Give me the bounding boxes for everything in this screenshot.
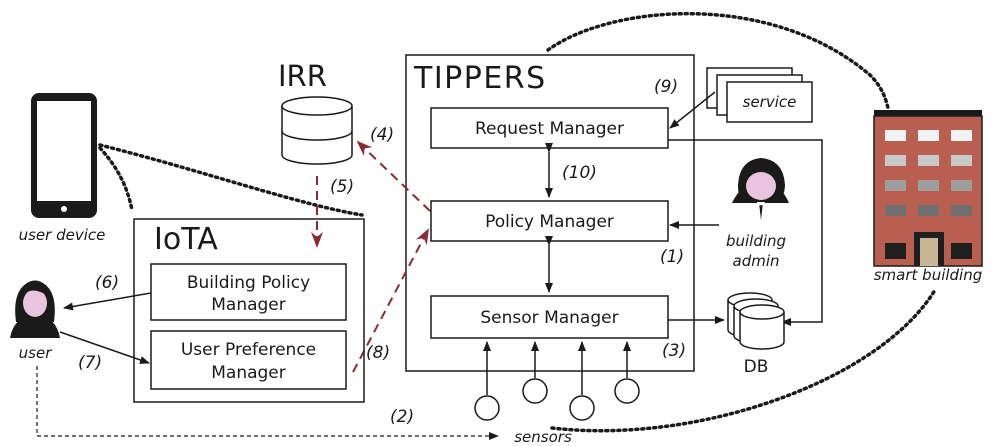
step-5: (5): [330, 177, 354, 197]
db-icon[interactable]: [727, 292, 785, 350]
building-admin-label-1: building: [726, 232, 786, 250]
policy-manager-label: Policy Manager: [485, 212, 614, 232]
sensor-manager-box[interactable]: [430, 295, 669, 339]
request-to-db-arrow: [668, 139, 823, 326]
flow-policy-to-irr: [356, 140, 431, 212]
building-policy-manager-label-2: Manager: [211, 295, 286, 315]
building-policy-manager-box[interactable]: [150, 263, 347, 321]
device-left-link: [98, 146, 134, 212]
bpm-to-user-arrow: [63, 292, 152, 311]
building-admin-icon: [732, 158, 789, 224]
user-device-icon[interactable]: [31, 93, 97, 218]
step-4: (4): [370, 125, 394, 145]
user-preference-manager-label-1: User Preference: [181, 340, 316, 360]
db-label: DB: [744, 357, 769, 377]
user-device-label: user device: [19, 226, 106, 244]
step-8: (8): [366, 343, 390, 363]
user-preference-manager-label-2: Manager: [211, 363, 286, 383]
step-6: (6): [95, 273, 119, 293]
sensor-1[interactable]: [474, 395, 500, 421]
sensor-4[interactable]: [614, 378, 640, 404]
tippers-title: TIPPERS: [413, 61, 547, 96]
step-2: (2): [390, 407, 414, 427]
building-admin-label-2: admin: [733, 252, 780, 270]
request-manager-label: Request Manager: [475, 119, 624, 139]
smart-building-icon[interactable]: [873, 110, 983, 267]
tippers-box: [405, 54, 695, 372]
step-1: (1): [660, 247, 684, 267]
user-preference-manager-box[interactable]: [150, 330, 347, 390]
sensors-label: sensors: [514, 428, 572, 446]
irr-label: IRR: [278, 59, 327, 93]
service-to-request-arrow: [669, 91, 716, 129]
building-policy-manager-label-1: Building Policy: [187, 273, 310, 293]
step-9: (9): [654, 77, 678, 97]
sensor-2[interactable]: [522, 378, 548, 404]
policy-manager-box[interactable]: [430, 200, 669, 242]
request-manager-box[interactable]: [430, 107, 669, 149]
iota-title: IoTA: [154, 222, 218, 257]
sensor-arrows: [483, 341, 631, 395]
service-label: service: [743, 93, 797, 111]
step-10: (10): [562, 163, 597, 183]
user-label: user: [19, 344, 53, 362]
device-to-iota-link: [98, 143, 364, 217]
building-link-top: [546, 12, 890, 110]
user-icon[interactable]: [10, 280, 60, 339]
sensor-3[interactable]: [569, 395, 595, 421]
step-7: (7): [78, 353, 102, 373]
service-card-front[interactable]: [726, 81, 813, 123]
building-link-bottom: [550, 288, 937, 433]
iota-box: [133, 218, 365, 403]
user-to-upm-arrow: [59, 331, 150, 364]
flow-iota-to-policy: [352, 228, 429, 373]
sensor-manager-label: Sensor Manager: [480, 308, 618, 328]
step-3: (3): [662, 341, 686, 361]
smart-building-label: smart building: [874, 266, 983, 284]
user-to-sensors-arrow: [36, 366, 499, 440]
irr-database-icon[interactable]: [281, 96, 353, 165]
